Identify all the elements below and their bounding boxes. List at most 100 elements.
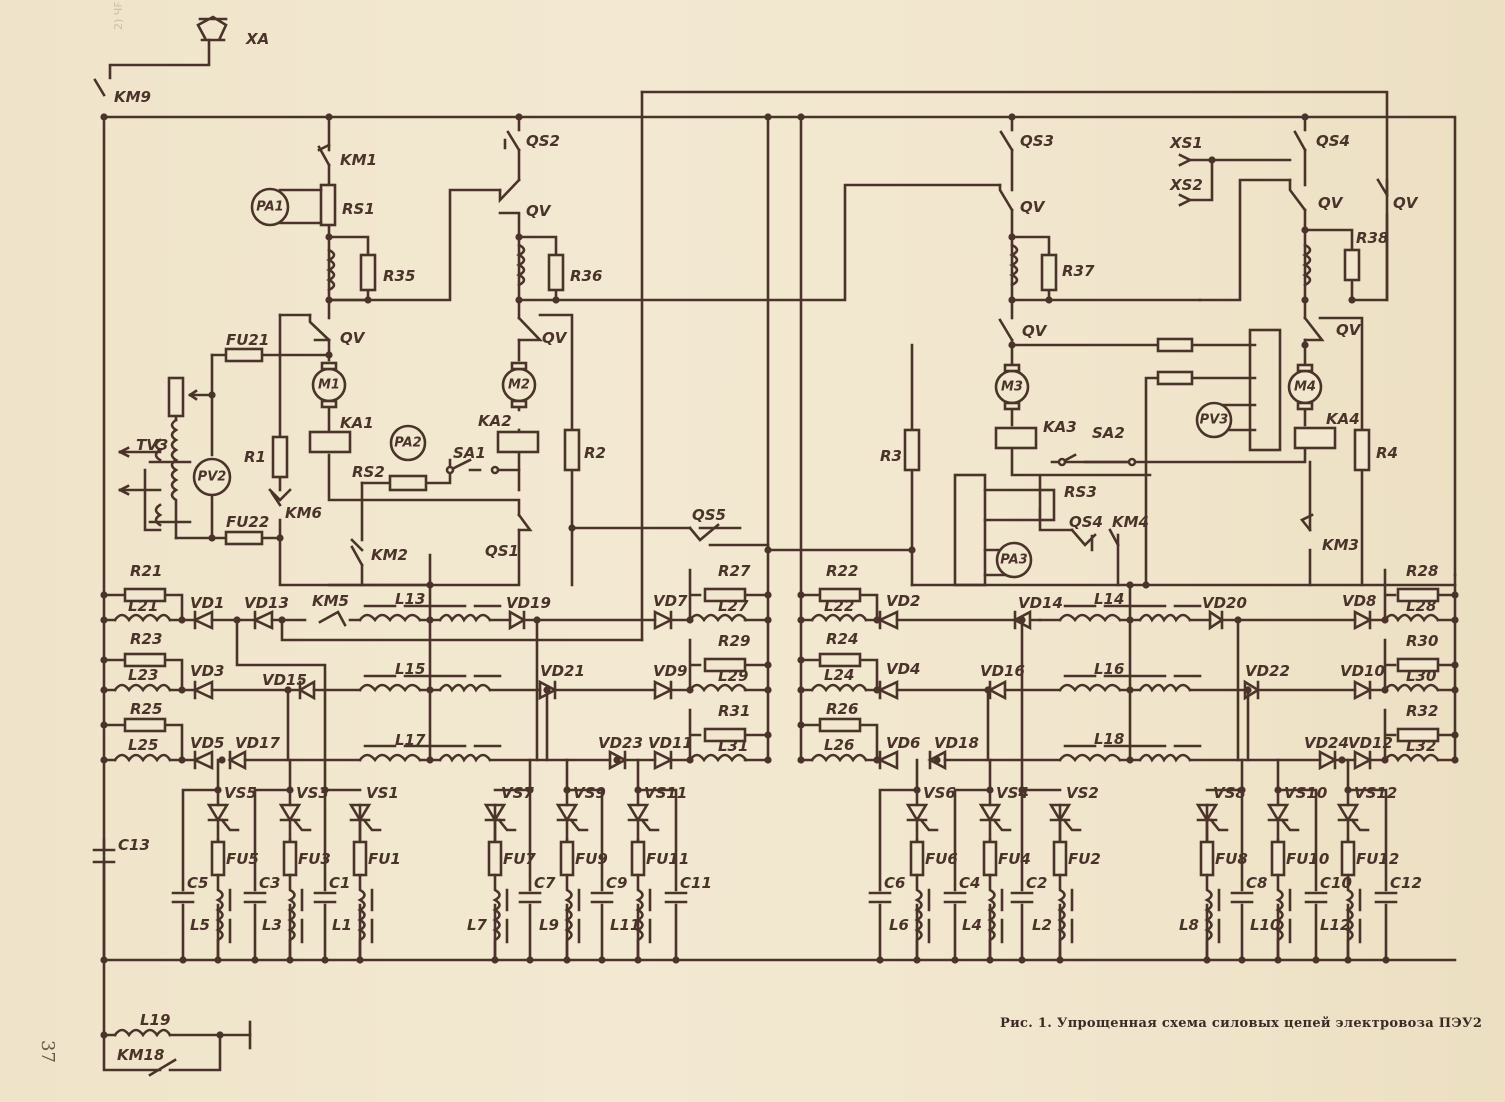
label-r36: R36 xyxy=(570,267,602,285)
junction-dot xyxy=(1018,956,1026,964)
junction-dot xyxy=(1301,296,1309,304)
component-labels: XA KM9 KM1 RS1 PA1 R35 QS2 QV R36 QV QV … xyxy=(114,30,1438,1064)
junction-dot xyxy=(1244,686,1252,694)
junction-dot xyxy=(764,731,772,739)
resistor-r2 xyxy=(563,428,581,472)
shunt-rs2 xyxy=(388,474,428,492)
junction-dot xyxy=(797,591,805,599)
junction-dot xyxy=(1126,686,1134,694)
shunt-rs3 xyxy=(1038,488,1056,522)
junction-dot xyxy=(251,956,259,964)
label-qv-m3: QV xyxy=(1022,322,1048,340)
junction-dot xyxy=(1301,226,1309,234)
label-c9: C9 xyxy=(606,874,627,892)
junction-dot xyxy=(426,686,434,694)
junction-dot xyxy=(543,686,551,694)
label-fu21: FU21 xyxy=(226,331,269,349)
junction-dots xyxy=(100,113,1459,1039)
junction-dot xyxy=(986,956,994,964)
fuse-a xyxy=(1156,337,1194,353)
resistor-r3 xyxy=(903,428,921,472)
junction-dot xyxy=(1348,296,1356,304)
junction-dot xyxy=(876,956,884,964)
junction-dot xyxy=(1451,661,1459,669)
junction-dot xyxy=(984,686,992,694)
junction-dot xyxy=(284,686,292,694)
label-r29: R29 xyxy=(718,632,750,650)
junction-dot xyxy=(1056,956,1064,964)
label-vd7: VD7 xyxy=(653,592,688,610)
label-rs3: RS3 xyxy=(1064,483,1097,501)
thyristor-vs3 xyxy=(278,803,312,844)
junction-dot xyxy=(218,756,226,764)
junction-dot xyxy=(1126,581,1134,589)
label-qs2: QS2 xyxy=(526,132,560,150)
capacitor-c13 xyxy=(92,848,116,864)
contact-qv-m1 xyxy=(308,313,331,342)
resistor-r38 xyxy=(1343,248,1361,282)
voltmeter-pv3 xyxy=(1195,401,1233,439)
junction-dot xyxy=(1451,591,1459,599)
label-l25: L25 xyxy=(128,736,158,754)
label-qs4: QS4 xyxy=(1316,132,1350,150)
junction-dot xyxy=(613,756,621,764)
label-km6: KM6 xyxy=(285,504,322,522)
junction-dot xyxy=(986,786,994,794)
capacitor-c2 xyxy=(1010,891,1034,904)
margin-scribble: 2) ЧF ·9 ·6L ·M xyxy=(112,0,125,30)
label-km18: KM18 xyxy=(117,1046,164,1064)
junction-dot xyxy=(913,786,921,794)
junction-dot xyxy=(1451,756,1459,764)
junction-dot xyxy=(764,616,772,624)
junction-dot xyxy=(1208,156,1216,164)
fuse-fu9 xyxy=(559,840,575,877)
junction-dot xyxy=(686,616,694,624)
reactor-l3 xyxy=(287,873,304,962)
capacitor-c6 xyxy=(868,891,892,904)
junction-dot xyxy=(100,721,108,729)
thyristor-vs8 xyxy=(1195,803,1229,844)
junction-dot xyxy=(216,1031,224,1039)
label-vs4: VS4 xyxy=(996,784,1029,802)
label-l24: L24 xyxy=(824,666,854,684)
label-vd22: VD22 xyxy=(1245,662,1290,680)
junction-dot xyxy=(286,786,294,794)
label-l31: L31 xyxy=(718,737,748,755)
label-xa: XA xyxy=(245,30,269,48)
label-c11: C11 xyxy=(680,874,712,892)
label-fu11: FU11 xyxy=(646,850,689,868)
label-c5: C5 xyxy=(187,874,208,892)
label-rs1: RS1 xyxy=(342,200,375,218)
label-xs1: XS1 xyxy=(1169,134,1203,152)
junction-dot xyxy=(686,686,694,694)
label-l13: L13 xyxy=(395,590,425,608)
label-fu4: FU4 xyxy=(998,850,1031,868)
contact-km5 xyxy=(318,610,347,627)
label-vd3: VD3 xyxy=(190,662,225,680)
label-l28: L28 xyxy=(1406,597,1436,615)
junction-dot xyxy=(764,756,772,764)
fuse-fu21 xyxy=(224,347,264,363)
thyristor-vs6 xyxy=(905,803,939,844)
junction-dot xyxy=(426,616,434,624)
label-fu12: FU12 xyxy=(1356,850,1399,868)
label-l9: L9 xyxy=(539,916,559,934)
thyristor-vs1 xyxy=(348,803,382,844)
junction-dot xyxy=(100,956,108,964)
junction-dot xyxy=(100,616,108,624)
label-vd10: VD10 xyxy=(1340,662,1385,680)
label-tv3: TV3 xyxy=(136,436,168,454)
label-r2: R2 xyxy=(584,444,606,462)
contact-qs4-km4 xyxy=(1070,528,1120,552)
junction-dot xyxy=(100,113,108,121)
label-ka2: KA2 xyxy=(478,412,512,430)
label-qv-m2: QV xyxy=(542,329,568,347)
junction-dot xyxy=(321,956,329,964)
fuse-fu22 xyxy=(224,530,264,546)
label-vd8: VD8 xyxy=(1342,592,1377,610)
label-l26: L26 xyxy=(824,736,854,754)
label-pa1: PA1 xyxy=(256,200,283,215)
contact-km18 xyxy=(148,1058,177,1077)
label-km2: KM2 xyxy=(371,546,408,564)
reactor-l1 xyxy=(357,873,374,962)
